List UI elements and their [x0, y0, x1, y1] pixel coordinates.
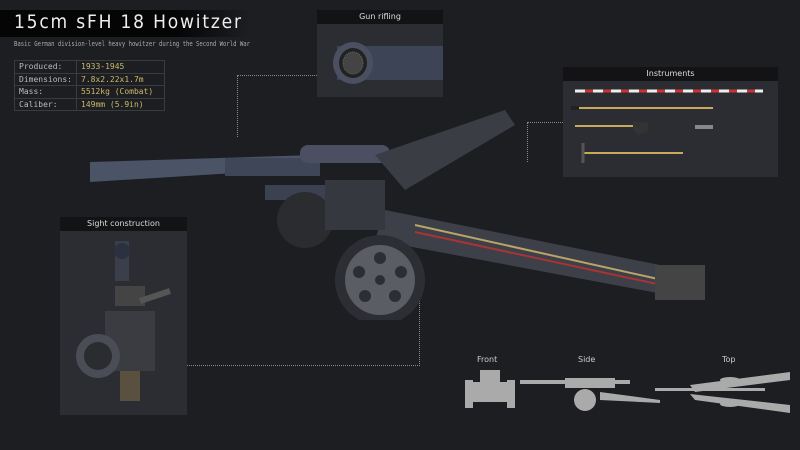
- spec-value: 149mm (5.9in): [76, 97, 165, 111]
- gun-rifling-panel: Gun rifling: [317, 10, 447, 97]
- top-view: [655, 372, 790, 413]
- howitzer-render: [90, 110, 705, 320]
- leader-line: [237, 75, 317, 137]
- spec-label: Dimensions:: [14, 72, 77, 86]
- page-title: 15cm sFH 18 Howitzer: [14, 11, 243, 33]
- spec-label: Mass:: [14, 85, 77, 99]
- view-label-front: Front: [477, 355, 498, 364]
- leader-line: [187, 300, 420, 366]
- spec-label: Caliber:: [14, 97, 77, 111]
- barrel-rifling-image: [333, 42, 447, 84]
- view-label-side: Side: [578, 355, 596, 364]
- spec-row: Mass:5512kg (Combat): [14, 85, 165, 99]
- sight-construction-panel: Sight construction: [60, 217, 187, 415]
- spec-value: 1933-1945: [76, 60, 165, 74]
- leader-line: [527, 122, 563, 162]
- panel-title: Sight construction: [60, 217, 187, 231]
- view-label-top: Top: [722, 355, 736, 364]
- specs-table: Produced:1933-1945 Dimensions:7.8x2.22x1…: [14, 60, 165, 111]
- spec-row: Produced:1933-1945: [14, 60, 165, 74]
- panel-title: Instruments: [563, 67, 778, 81]
- title-bar: [0, 10, 250, 37]
- orthographic-views: [465, 370, 790, 413]
- spec-row: Dimensions:7.8x2.22x1.7m: [14, 72, 165, 86]
- spec-value: 5512kg (Combat): [76, 85, 165, 99]
- instruments-panel: Instruments: [563, 67, 778, 177]
- spec-label: Produced:: [14, 60, 77, 74]
- panel-title: Gun rifling: [317, 10, 443, 24]
- spec-row: Caliber:149mm (5.9in): [14, 97, 165, 111]
- instruments-image: [571, 89, 763, 163]
- sight-image: [76, 241, 171, 401]
- front-view: [465, 370, 515, 408]
- spec-value: 7.8x2.22x1.7m: [76, 72, 165, 86]
- page-subtitle: Basic German division-level heavy howitz…: [14, 40, 251, 48]
- side-view: [520, 378, 660, 411]
